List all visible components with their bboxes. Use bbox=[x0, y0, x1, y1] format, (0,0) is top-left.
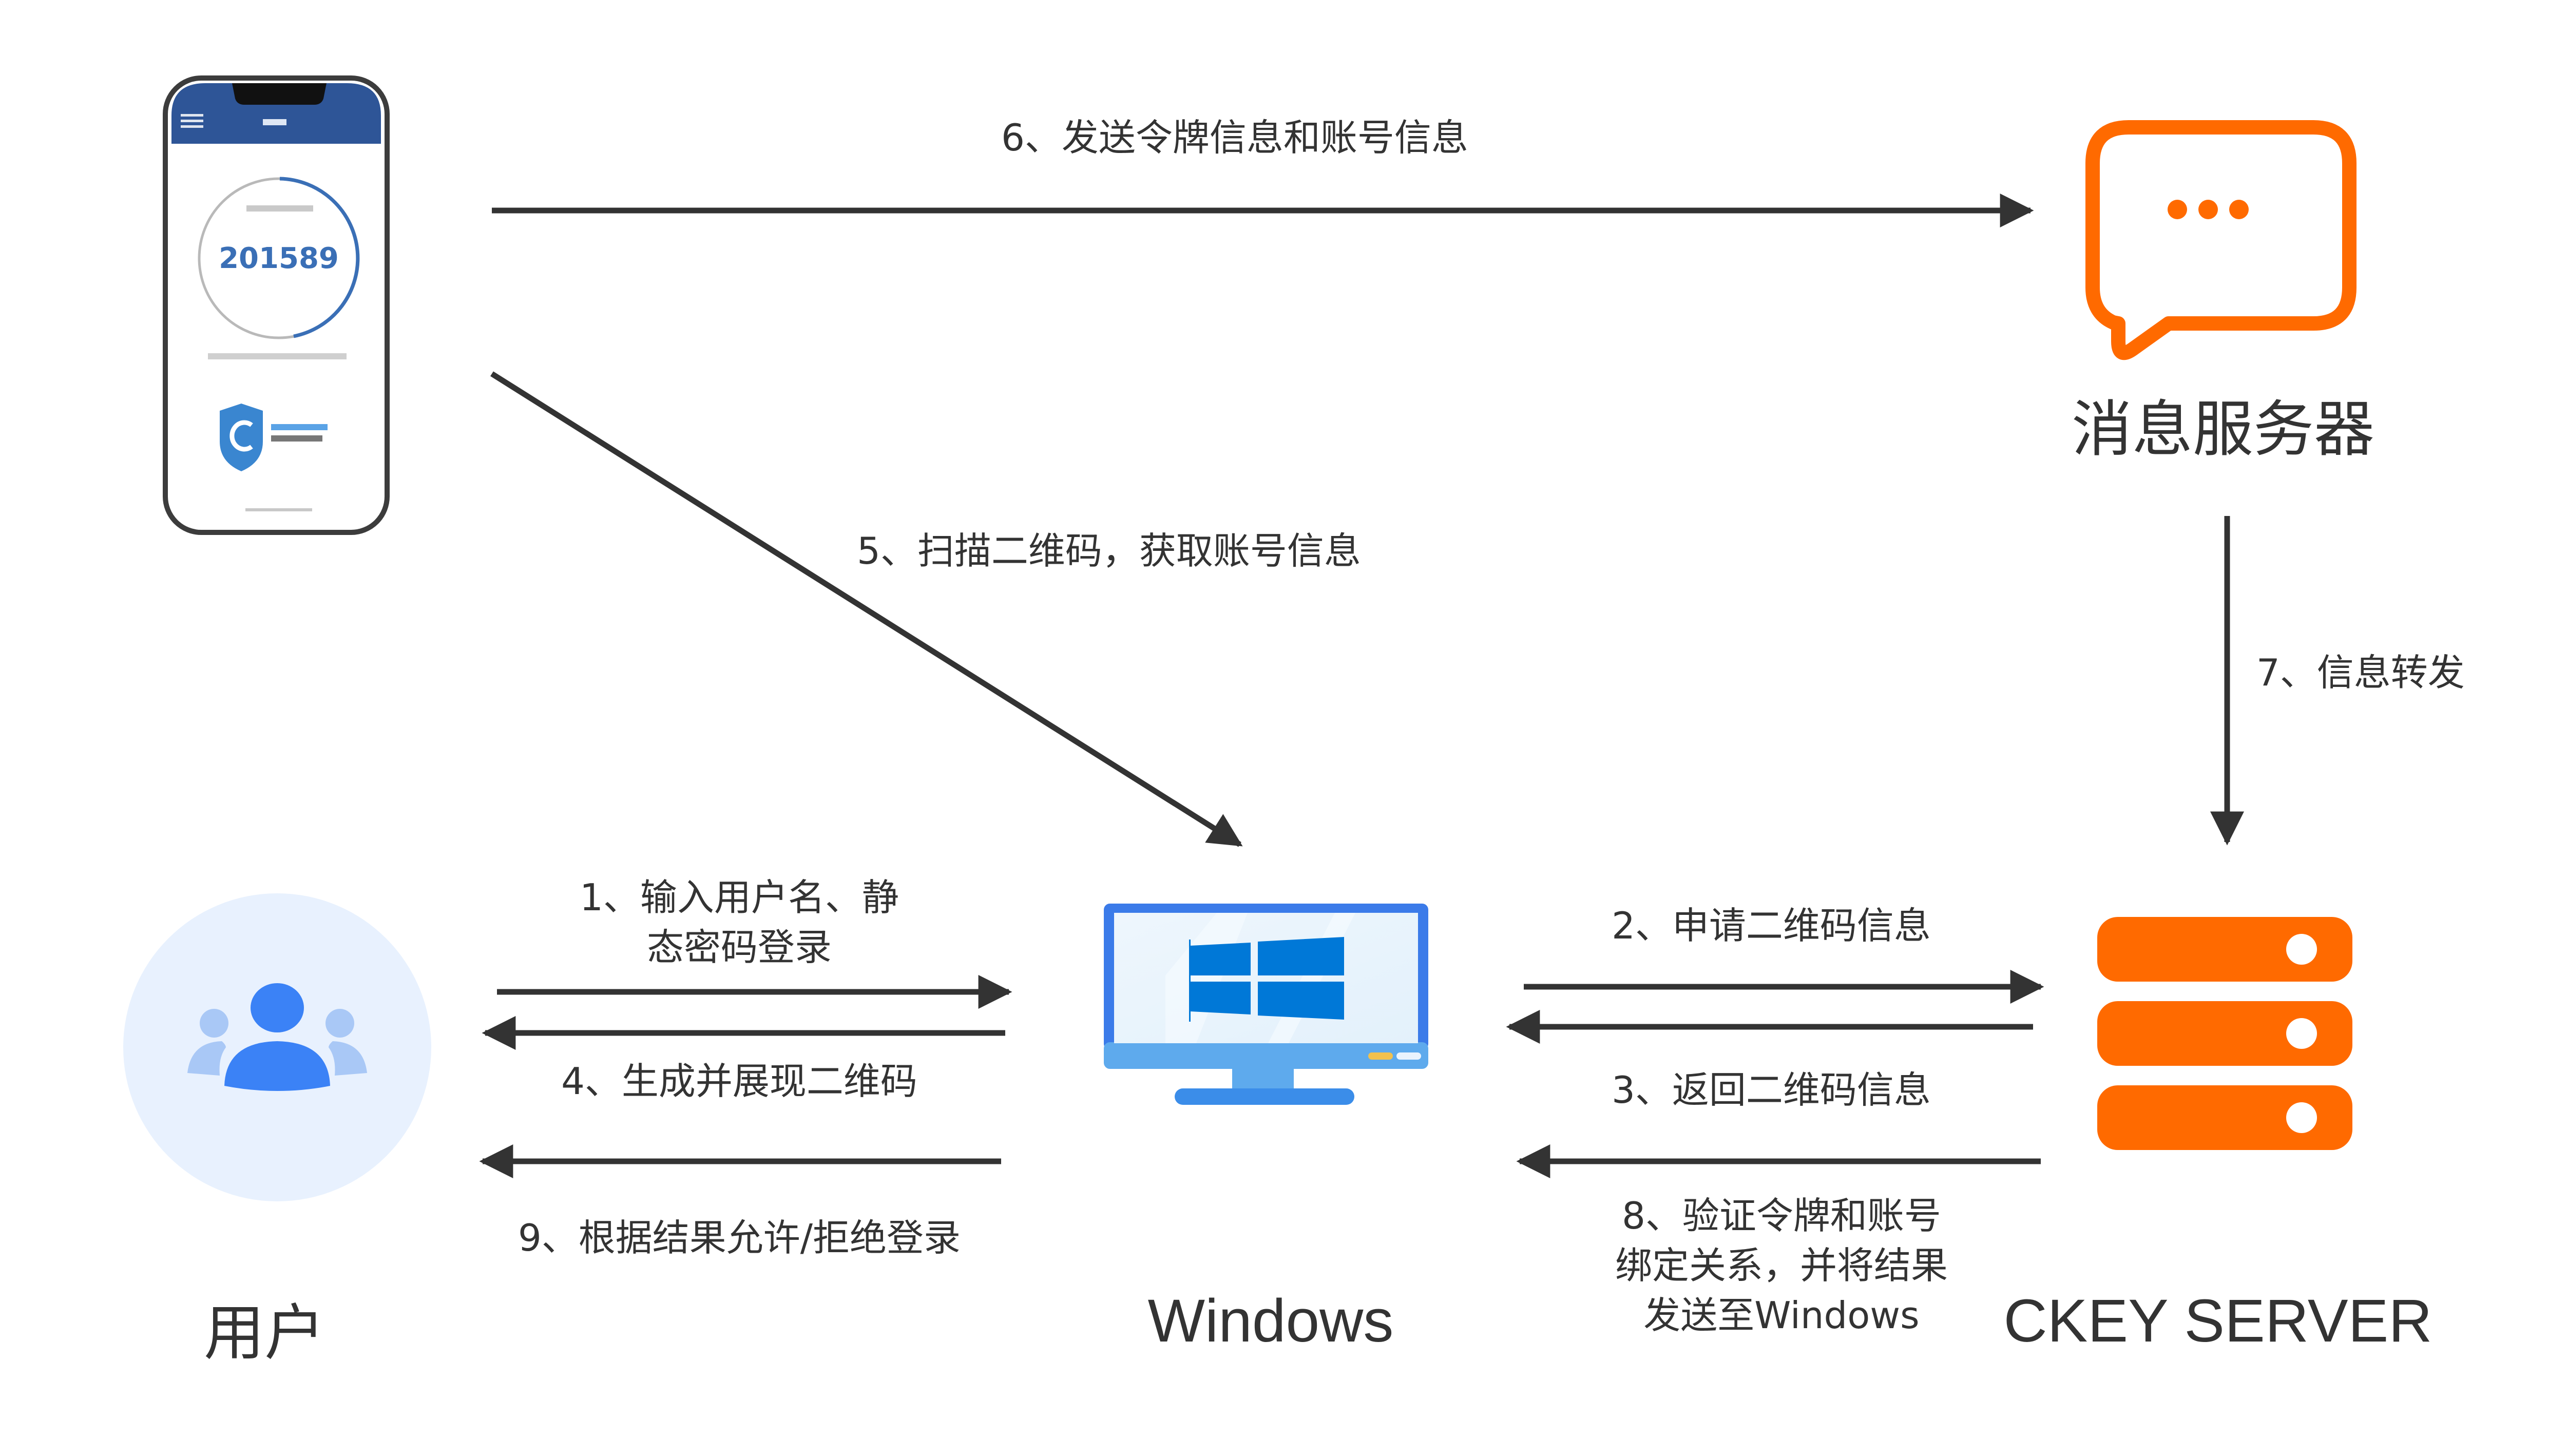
step-6-label: 6、发送令牌信息和账号信息 bbox=[1001, 116, 1468, 159]
phone-header bbox=[171, 83, 381, 144]
step-7-label: 7、信息转发 bbox=[2256, 651, 2465, 694]
step-3-label: 3、返回二维码信息 bbox=[1612, 1068, 1931, 1112]
user-label: 用户 bbox=[203, 1297, 325, 1368]
otp-serial-placeholder bbox=[246, 205, 313, 212]
otp-code: 201589 bbox=[219, 242, 339, 275]
menu-icon bbox=[181, 114, 203, 128]
windows-label: Windows bbox=[1147, 1287, 1394, 1355]
step-1-label: 1、输入用户名、静 态密码登录 bbox=[580, 873, 899, 972]
phone-body bbox=[163, 75, 390, 535]
step-5-label: 5、扫描二维码，获取账号信息 bbox=[857, 529, 1361, 572]
arrow-step-5 bbox=[490, 371, 1243, 847]
step-1-label-line-1: 1、输入用户名、静 bbox=[580, 876, 899, 919]
step-8-label-line-1: 8、验证令牌和账号 bbox=[1622, 1194, 1941, 1237]
phone-title-placeholder bbox=[263, 119, 286, 125]
server-stack-icon bbox=[2097, 917, 2352, 1150]
otp-timer-progress bbox=[279, 177, 360, 338]
chat-bubble-icon bbox=[2085, 120, 2357, 360]
step-2-label: 2、申请二维码信息 bbox=[1612, 904, 1931, 947]
step-4-label: 4、生成并展现二维码 bbox=[561, 1060, 917, 1103]
ckey-server-label: CKEY SERVER bbox=[2003, 1287, 2432, 1355]
home-indicator bbox=[245, 508, 312, 511]
phone-notch bbox=[232, 83, 327, 105]
step-9-label: 9、根据结果允许/拒绝登录 bbox=[518, 1216, 961, 1259]
mobile-phone: 201589 bbox=[163, 75, 390, 535]
ckey-logo-icon bbox=[220, 404, 328, 471]
message-server-label: 消息服务器 bbox=[2071, 394, 2375, 465]
users-group-icon bbox=[123, 893, 431, 1201]
windows-logo-icon bbox=[1189, 937, 1344, 1022]
step-8-label: 8、验证令牌和账号 绑定关系，并将结果 发送至Windows bbox=[1615, 1191, 1948, 1341]
windows-monitor-icon bbox=[1104, 904, 1428, 1105]
phone-hint-placeholder bbox=[208, 353, 347, 359]
step-1-label-line-2: 态密码登录 bbox=[646, 926, 832, 969]
step-8-label-line-2: 绑定关系，并将结果 bbox=[1615, 1244, 1948, 1288]
step-8-label-line-3: 发送至Windows bbox=[1643, 1294, 1920, 1337]
